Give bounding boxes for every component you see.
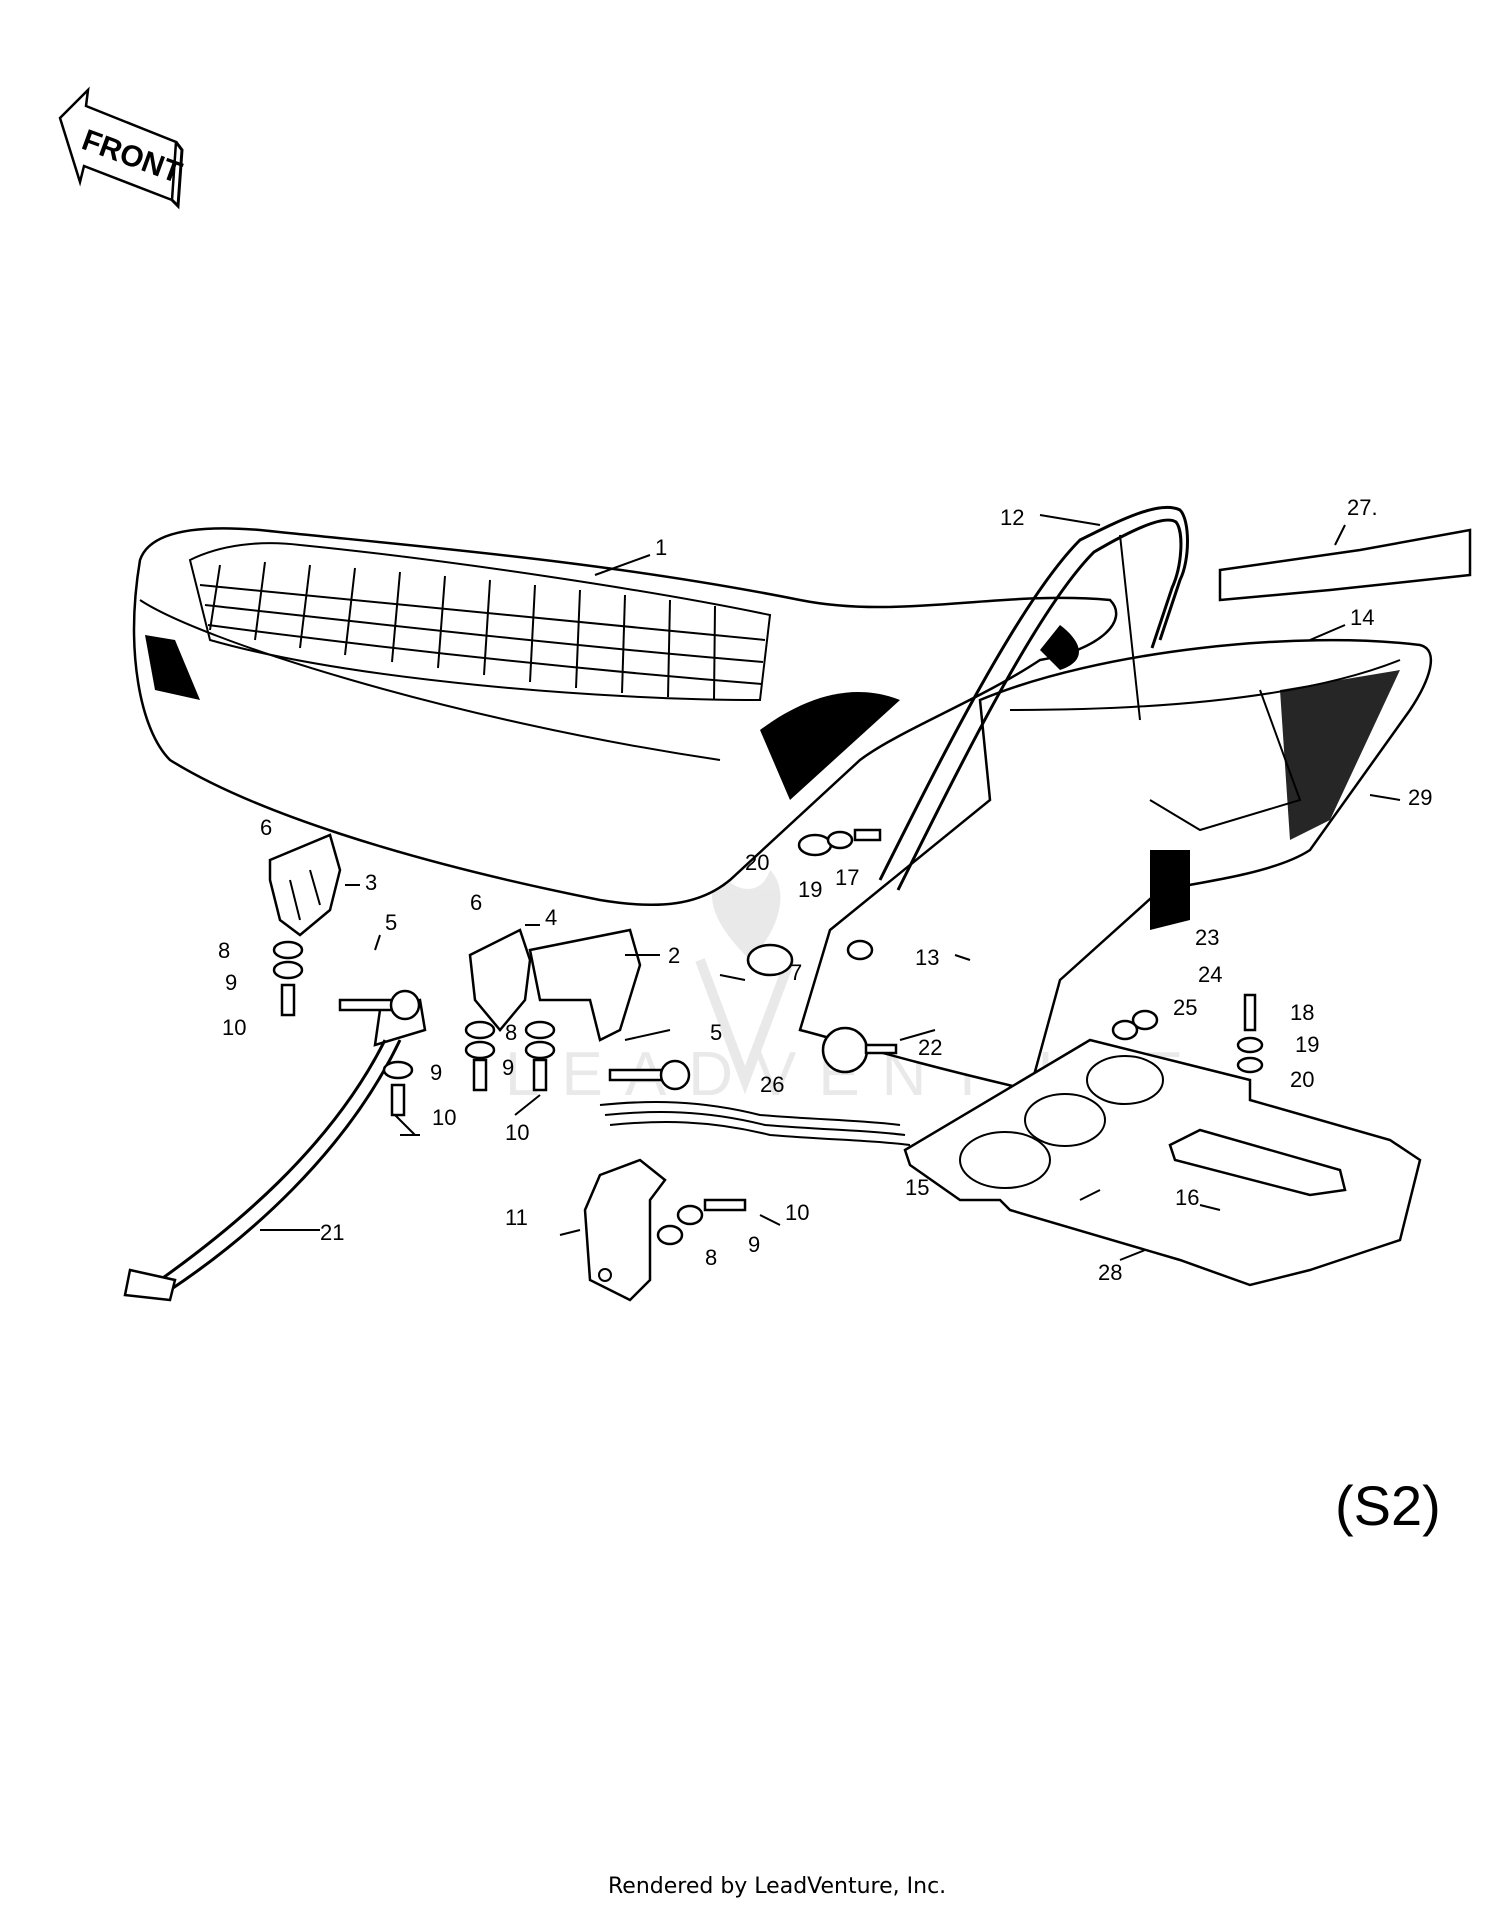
callout-21: 21 (320, 1220, 344, 1245)
callout-5a: 5 (385, 910, 397, 935)
bracket-4 (468, 928, 532, 1032)
callout-9a: 9 (225, 970, 237, 995)
callout-7: 7 (790, 960, 802, 985)
bracket-11 (583, 1158, 667, 1302)
callouts: 1 2 3 4 5 5 6 6 7 8 8 8 9 9 9 9 10 10 10… (218, 495, 1432, 1285)
callout-8c: 8 (705, 1245, 717, 1270)
bracket-3 (268, 833, 342, 937)
callout-28: 28 (1098, 1260, 1122, 1285)
callout-16: 16 (1175, 1185, 1199, 1210)
seat (132, 527, 1118, 907)
callout-29: 29 (1408, 785, 1432, 810)
callout-18: 18 (1290, 1000, 1314, 1025)
callout-20b: 20 (1290, 1067, 1314, 1092)
callout-3: 3 (365, 870, 377, 895)
wire-26 (599, 1101, 911, 1146)
callout-10a: 10 (222, 1015, 246, 1040)
strap-27 (1218, 528, 1472, 602)
grab-rail (878, 505, 1189, 891)
callout-20a: 20 (745, 850, 769, 875)
callout-13: 13 (915, 945, 939, 970)
callout-10c: 10 (505, 1120, 529, 1145)
callout-9c: 9 (430, 1060, 442, 1085)
callout-19a: 19 (798, 877, 822, 902)
tail-cover (798, 638, 1433, 1092)
callout-5b: 5 (710, 1020, 722, 1045)
callout-9b: 9 (502, 1055, 514, 1080)
callout-6b: 6 (470, 890, 482, 915)
callout-14: 14 (1350, 605, 1374, 630)
hardware (272, 828, 1264, 1246)
callout-26: 26 (760, 1072, 784, 1097)
footer-credit: Rendered by LeadVenture, Inc. (608, 1874, 946, 1899)
callout-23: 23 (1195, 925, 1219, 950)
seat-pan (903, 1038, 1422, 1287)
variant-label: (S2) (1335, 1474, 1441, 1537)
callout-11: 11 (505, 1205, 528, 1230)
seat-strap-21 (123, 998, 427, 1302)
callout-25: 25 (1173, 995, 1197, 1020)
callout-1: 1 (655, 535, 667, 560)
callout-19b: 19 (1295, 1032, 1319, 1057)
bracket-2 (528, 928, 642, 1042)
callout-15: 15 (905, 1175, 929, 1200)
callout-24: 24 (1198, 962, 1222, 987)
callout-6a: 6 (260, 815, 272, 840)
callout-12: 12 (1000, 505, 1024, 530)
callout-9d: 9 (748, 1232, 760, 1257)
callout-10d: 10 (785, 1200, 809, 1225)
callout-8a: 8 (218, 938, 230, 963)
callout-17: 17 (835, 865, 859, 890)
front-arrow: FRONT (58, 86, 186, 210)
leader-lines (260, 514, 1401, 1261)
callout-2: 2 (668, 943, 680, 968)
callout-4: 4 (545, 905, 557, 930)
callout-27: 27. (1347, 495, 1378, 520)
callout-10b: 10 (432, 1105, 456, 1130)
callout-8b: 8 (505, 1020, 517, 1045)
callout-22: 22 (918, 1035, 942, 1060)
